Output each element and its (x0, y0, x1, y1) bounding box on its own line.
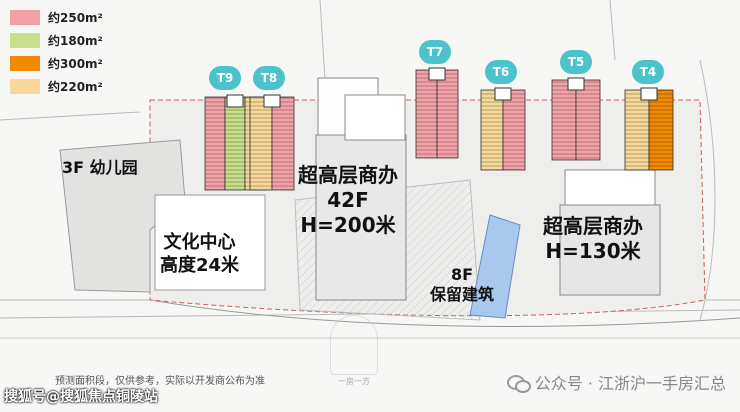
office-tower-130-type: 超高层商办 (543, 214, 643, 238)
preserved-building (469, 214, 521, 319)
legend-label: 约300m² (48, 57, 103, 71)
tower-t9-floor-lines (225, 97, 245, 190)
office-tower-200 (315, 77, 407, 301)
legend-item: 约220m² (10, 75, 103, 98)
legend-label: 约220m² (48, 80, 103, 94)
tower-t9-core (226, 94, 244, 108)
tower-t6 (480, 87, 526, 171)
tower-t7-floor-lines (437, 70, 458, 158)
tower-t4-floor-lines (625, 90, 649, 170)
preserved-building-label: 8F 保留建筑 (430, 265, 494, 305)
culture-center-label: 文化中心 高度24米 (160, 232, 239, 277)
tower-tag-t8[interactable]: T8 (253, 66, 285, 90)
office-tower-200-height: H=200米 (300, 213, 396, 237)
culture-center-block (154, 194, 266, 291)
watermark-sohu: 搜狐号@搜狐焦点铜陵站 (4, 389, 158, 405)
office-tower-200-label: 超高层商办 42F H=200米 (298, 163, 398, 238)
legend-label: 约250m² (48, 11, 103, 25)
office-tower-200-type: 超高层商办 (298, 163, 398, 187)
tower-t9-floor-lines (205, 97, 225, 190)
office-tower-200-floors: 42F (327, 188, 369, 212)
tower-tag-t9[interactable]: T9 (209, 66, 241, 90)
tower-t5-floor-lines (576, 80, 600, 160)
tower-t5-core (567, 77, 585, 91)
tower-t8 (249, 94, 295, 191)
tower-t6-floor-lines (481, 90, 503, 170)
kindergarten-label: 3F 幼儿园 (62, 158, 138, 177)
culture-center-height: 高度24米 (160, 254, 240, 276)
tower-t5 (551, 77, 601, 161)
tower-t7-core (428, 67, 446, 81)
tower-t7 (415, 67, 459, 159)
tower-t4 (624, 87, 674, 171)
legend-swatch-250 (10, 10, 40, 25)
tower-t6-floor-lines (503, 90, 525, 170)
legend-swatch-220 (10, 79, 40, 94)
preserved-building-name: 保留建筑 (430, 285, 495, 304)
office-tower-130 (559, 169, 661, 296)
legend-label: 约180m² (48, 34, 103, 48)
tower-t4-floor-lines (649, 90, 673, 170)
tower-t8-floor-lines (272, 97, 294, 190)
legend-item: 约250m² (10, 6, 103, 29)
legend-swatch-300 (10, 56, 40, 71)
tower-t6-core (494, 87, 512, 101)
watermark-wechat: 公众号 · 江浙沪一手房汇总 (506, 370, 726, 394)
kindergarten-block (59, 139, 186, 293)
culture-center-name: 文化中心 (163, 232, 236, 253)
disclaimer-note: 预测面积段，仅供参考，实际以开发商公布为准 (55, 376, 265, 387)
watermark-logo-icon (330, 315, 378, 375)
tower-tag-t6[interactable]: T6 (485, 60, 517, 84)
watermark-wechat-text: 公众号 · 江浙沪一手房汇总 (534, 374, 726, 393)
tower-t4-core (640, 87, 658, 101)
tower-tag-t7[interactable]: T7 (419, 40, 451, 64)
legend-item: 约180m² (10, 29, 103, 52)
tower-tag-t4[interactable]: T4 (632, 60, 664, 84)
office-tower-130-height: H=130米 (545, 239, 641, 263)
legend-swatch-180 (10, 33, 40, 48)
tower-t5-floor-lines (552, 80, 576, 160)
legend-item: 约300m² (10, 52, 103, 75)
preserved-building-floors: 8F (450, 265, 474, 284)
legend: 约250m² 约180m² 约300m² 约220m² (10, 6, 103, 98)
watermark-logo-caption: 一房一方 (338, 377, 370, 386)
office-tower-130-label: 超高层商办 H=130米 (543, 214, 643, 264)
tower-t8-core (263, 94, 281, 108)
tower-t7-floor-lines (416, 70, 437, 158)
tower-tag-t5[interactable]: T5 (560, 50, 592, 74)
tower-t8-floor-lines (250, 97, 272, 190)
wechat-icon (506, 373, 531, 393)
